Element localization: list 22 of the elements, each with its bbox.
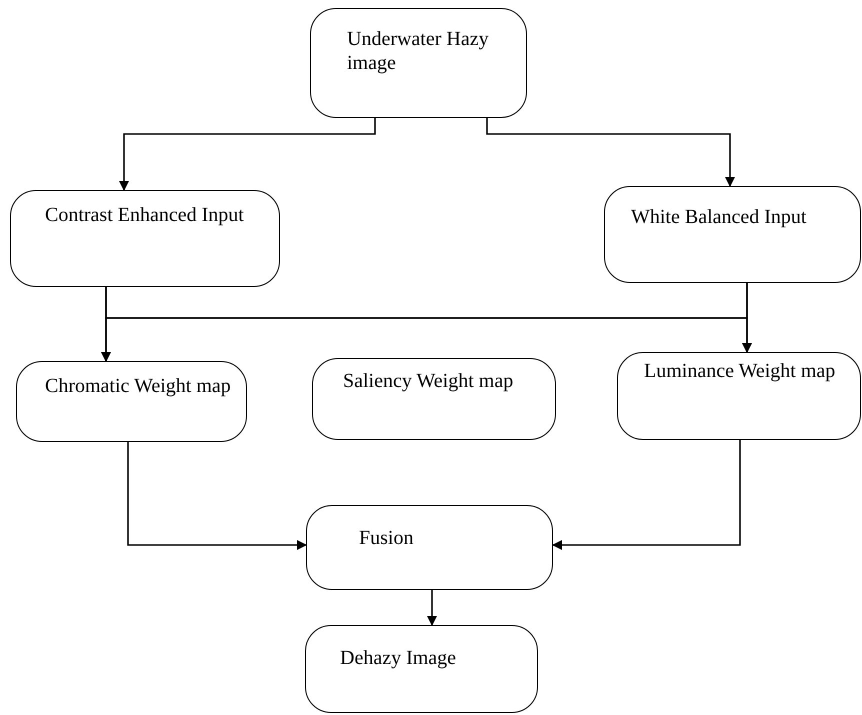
- connector-arrow: [486, 118, 735, 187]
- connector-arrow: [119, 118, 376, 191]
- rounded-process-box: [312, 358, 556, 440]
- node-label: Dehazy Image: [340, 646, 458, 670]
- node-label: Chromatic Weight map: [45, 374, 232, 398]
- node-label: Saliency Weight map: [343, 369, 514, 393]
- rounded-process-box: [10, 190, 280, 287]
- node-label: White Balanced Input: [631, 205, 808, 229]
- rounded-process-box: [305, 625, 538, 713]
- node-label: Contrast Enhanced Input: [45, 203, 245, 227]
- node-label: Underwater Hazy image: [347, 27, 490, 75]
- connector-arrow: [742, 283, 752, 353]
- rounded-process-box: [310, 8, 527, 118]
- rounded-process-box: [604, 186, 861, 283]
- node-label: Luminance Weight map: [644, 359, 836, 383]
- node-label: Fusion: [359, 526, 414, 550]
- rounded-process-box: [306, 505, 553, 590]
- connector-arrow: [127, 442, 307, 550]
- rounded-process-box: [16, 361, 247, 442]
- connector-arrow: [427, 590, 437, 626]
- rounded-process-box: [617, 352, 861, 440]
- connector-arrow: [552, 440, 741, 550]
